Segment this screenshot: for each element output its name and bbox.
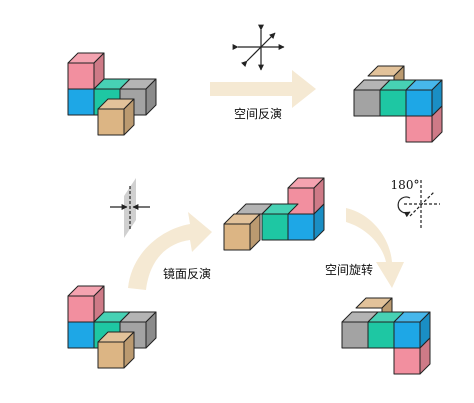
spatial-inversion-label-top: 空间反演: [234, 106, 282, 121]
mirrored-cube-figure: [223, 177, 325, 251]
blue-cube-front-face: [393, 321, 421, 349]
green-cube-front-face: [261, 213, 289, 241]
rotation-180-icon: 180°: [391, 178, 440, 228]
pink-cube-front-face: [67, 62, 95, 90]
inverted-cube-figure: [353, 65, 443, 143]
green-cube-front-face: [379, 89, 407, 117]
original-cube-figure-bottom: [67, 285, 157, 369]
blue-cube-right-face: [313, 203, 325, 241]
mirror-inversion-arrow: [128, 212, 212, 290]
blue-cube-front-face: [287, 213, 315, 241]
inversion-axes-icon: [232, 24, 285, 71]
pink-cube-front-face: [405, 115, 433, 143]
spatial-inversion-arrow: [210, 70, 316, 108]
tan-cube-front-face: [223, 223, 251, 251]
mirror-inversion-label: 镜面反演: [163, 266, 211, 281]
tan-cube-front-face: [97, 108, 125, 136]
blue-cube-front-face: [405, 89, 433, 117]
pink-cube-front-face: [393, 347, 421, 375]
mirror-plane-icon: [110, 178, 150, 238]
rotation-angle-label: 180°: [391, 178, 420, 192]
gray-cube-front-face: [353, 89, 381, 117]
original-cube-figure-top: [67, 52, 157, 136]
spatial-rotation-arrow: [346, 208, 404, 288]
blue-cube-front-face: [67, 321, 95, 349]
tan-cube-front-face: [97, 341, 125, 369]
rotated-cube-figure: [341, 297, 431, 375]
blue-cube-front-face: [67, 88, 95, 116]
pink-cube-front-face: [67, 295, 95, 323]
spatial-rotation-label: 空间旋转: [325, 262, 373, 277]
green-cube-front-face: [367, 321, 395, 349]
gray-cube-front-face: [341, 321, 369, 349]
